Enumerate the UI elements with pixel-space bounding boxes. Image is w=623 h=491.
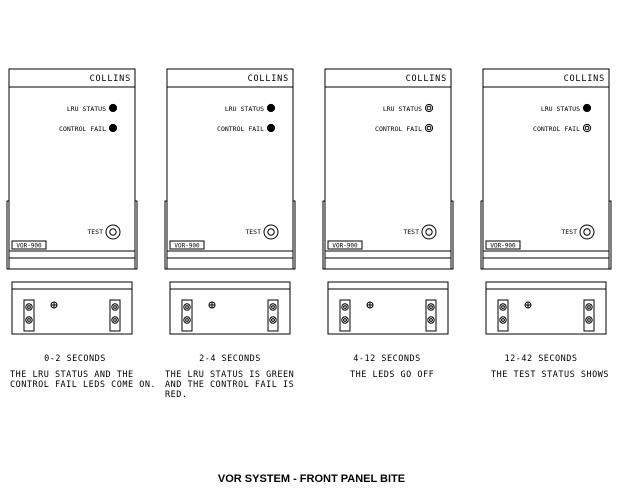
model-label: VOR-900 [16, 243, 42, 250]
right-connector-post [425, 299, 437, 332]
brand-label: COLLINS [90, 74, 131, 84]
right-connector-post [267, 299, 279, 332]
vor-unit-panel: COLLINS LRU STATUS CONTROL FAIL TEST VOR-900 [480, 68, 612, 335]
unit-3-time-caption: 4-12 SECONDS [353, 354, 421, 364]
unit-4-description: THE TEST STATUS SHOWS [491, 370, 609, 380]
left-connector-post [181, 299, 193, 332]
lru-status-label: LRU STATUS [541, 105, 580, 113]
lru-status-label: LRU STATUS [383, 105, 422, 113]
control-fail-label: CONTROL FAIL [59, 125, 106, 133]
locating-pin-icon [524, 301, 532, 309]
unit-2-time-caption: 2-4 SECONDS [199, 354, 261, 364]
left-connector-post [339, 299, 351, 332]
unit-3-description: THE LEDS GO OFF [350, 370, 435, 380]
lru-status-label: LRU STATUS [225, 105, 264, 113]
lru-status-label: LRU STATUS [67, 105, 106, 113]
control-fail-led-icon [424, 123, 434, 133]
unit-1-time-caption: 0-2 SECONDS [44, 354, 106, 364]
control-fail-led-icon [582, 123, 592, 133]
vor-unit-panel: COLLINS LRU STATUS CONTROL FAIL TEST VOR-900 [322, 68, 454, 335]
model-label: VOR-900 [332, 243, 358, 250]
left-connector-post [23, 299, 35, 332]
brand-label: COLLINS [248, 74, 289, 84]
test-label: TEST [87, 228, 103, 236]
right-connector-post [583, 299, 595, 332]
control-fail-label: CONTROL FAIL [217, 125, 264, 133]
control-fail-label: CONTROL FAIL [533, 125, 580, 133]
locating-pin-icon [50, 301, 58, 309]
unit-1-description: THE LRU STATUS AND THE CONTROL FAIL LEDS… [10, 370, 157, 390]
vor-unit-panel: COLLINS LRU STATUS CONTROL FAIL TEST VOR-900 [164, 68, 296, 335]
test-button[interactable] [421, 224, 437, 240]
right-connector-post [109, 299, 121, 332]
locating-pin-icon [366, 301, 374, 309]
vor-unit-panel: COLLINS LRU STATUS CONTROL FAIL TEST VOR-900 [6, 68, 138, 335]
lru-status-led-icon [266, 103, 276, 113]
lru-status-led-icon [424, 103, 434, 113]
test-label: TEST [245, 228, 261, 236]
unit-2-description: THE LRU STATUS IS GREEN AND THE CONTROL … [165, 370, 295, 400]
brand-label: COLLINS [564, 74, 605, 84]
figure-title: VOR SYSTEM - FRONT PANEL BITE [217, 473, 406, 485]
test-button[interactable] [105, 224, 121, 240]
test-button[interactable] [263, 224, 279, 240]
test-label: TEST [403, 228, 419, 236]
model-label: VOR-900 [490, 243, 516, 250]
locating-pin-icon [208, 301, 216, 309]
control-fail-led-icon [266, 123, 276, 133]
control-fail-led-icon [108, 123, 118, 133]
test-button[interactable] [579, 224, 595, 240]
control-fail-label: CONTROL FAIL [375, 125, 422, 133]
lru-status-led-icon [582, 103, 592, 113]
model-label: VOR-900 [174, 243, 200, 250]
unit-4-time-caption: 12-42 SECONDS [504, 354, 578, 364]
left-connector-post [497, 299, 509, 332]
test-label: TEST [561, 228, 577, 236]
lru-status-led-icon [108, 103, 118, 113]
brand-label: COLLINS [406, 74, 447, 84]
